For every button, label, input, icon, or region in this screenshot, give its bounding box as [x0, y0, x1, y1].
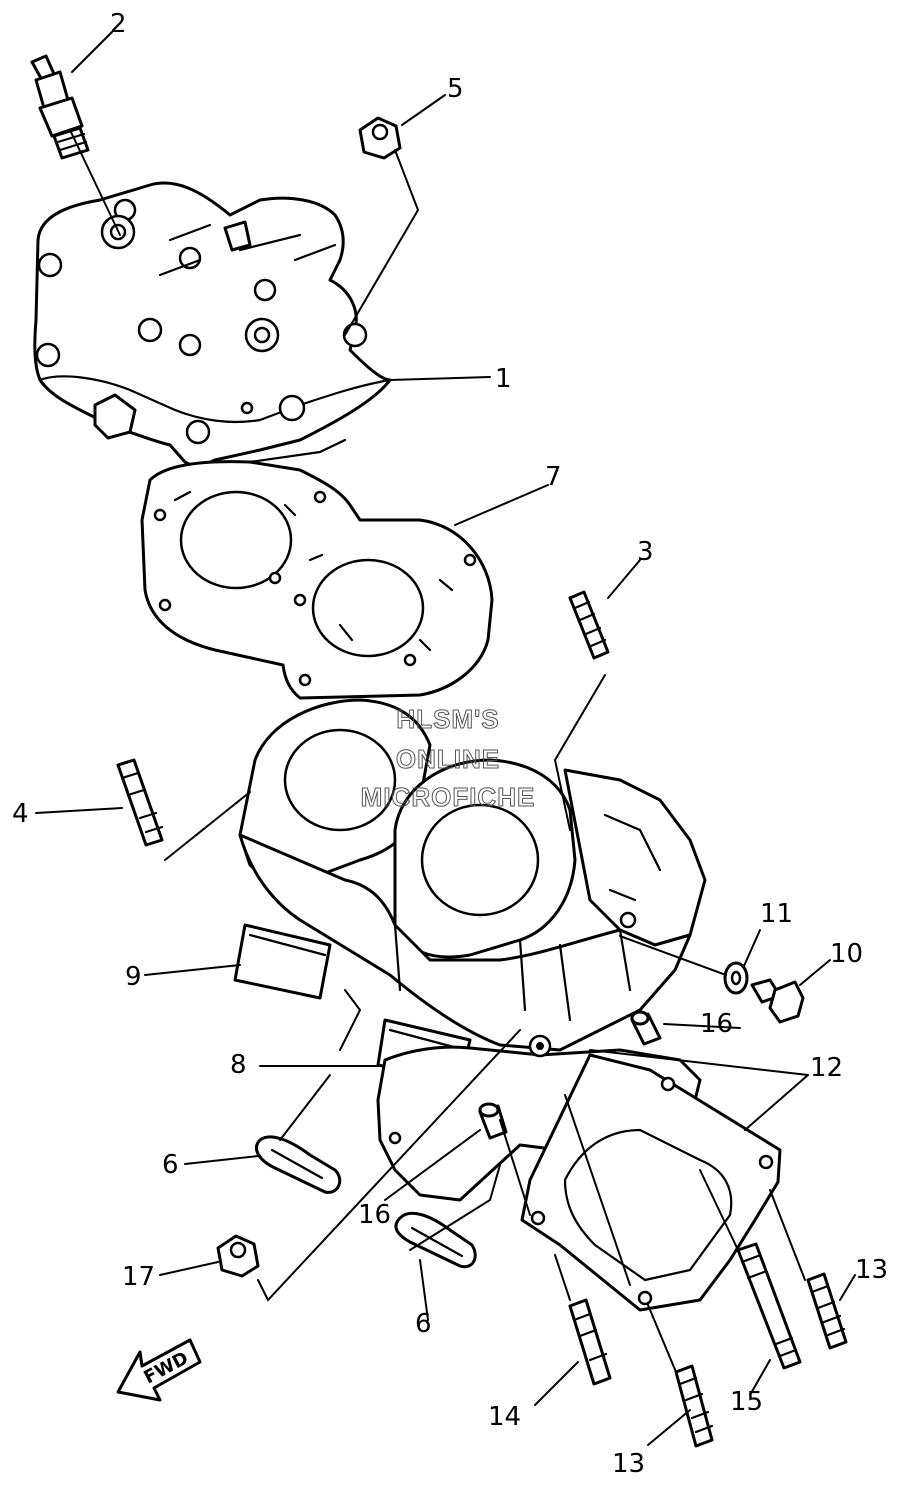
- callout-15: 15: [730, 1387, 763, 1417]
- callout-12: 12: [810, 1053, 843, 1083]
- callout-13-bottom: 13: [612, 1449, 645, 1479]
- dowel-16a: [630, 1010, 662, 1046]
- callout-10: 10: [830, 939, 863, 969]
- callout-2: 2: [110, 9, 127, 39]
- callout-9: 9: [125, 962, 142, 992]
- dowel-16b: [478, 1102, 508, 1140]
- head-gasket: [140, 460, 494, 700]
- reed-plate-6b: [394, 1211, 477, 1269]
- callout-6-upper: 6: [162, 1150, 179, 1180]
- reed-plate-6a: [255, 1135, 342, 1194]
- washer-11: [723, 961, 749, 995]
- stud-14: [568, 1298, 612, 1386]
- callout-1: 1: [495, 364, 512, 394]
- callout-17: 17: [122, 1262, 155, 1292]
- fwd-arrow-icon: FWD: [116, 1338, 202, 1402]
- callout-11: 11: [760, 899, 793, 929]
- spark-plug: [30, 54, 90, 160]
- callout-3: 3: [637, 537, 654, 567]
- callout-7: 7: [545, 462, 562, 492]
- stud-13b: [674, 1364, 714, 1448]
- cylinder-head: [33, 181, 392, 472]
- base-gasket: [520, 1053, 782, 1312]
- leader-lines: [35, 31, 856, 1446]
- watermark-line-3: MICROFICHE: [361, 782, 536, 812]
- callout-5: 5: [447, 74, 464, 104]
- stud-4: [116, 758, 164, 847]
- head-nut: [358, 116, 402, 160]
- watermark: HLSM'S ONLINE MICROFICHE: [360, 704, 536, 813]
- callout-14: 14: [488, 1402, 521, 1432]
- callout-6-lower: 6: [415, 1309, 432, 1339]
- watermark-line-2: ONLINE: [396, 744, 500, 774]
- callout-labels: 2 5 1 7 3 4 11 10 9 16 8 12 6 16 17 13 6…: [12, 9, 888, 1479]
- callout-13-right: 13: [855, 1255, 888, 1285]
- watermark-line-1: HLSM'S: [396, 704, 499, 734]
- callout-16-lower: 16: [358, 1200, 391, 1230]
- cylinder-block: [233, 698, 707, 1202]
- stud-15: [736, 1242, 802, 1370]
- stud-13a: [806, 1272, 848, 1350]
- callout-16-upper: 16: [700, 1009, 733, 1039]
- callout-8: 8: [230, 1050, 247, 1080]
- stud-3: [568, 590, 610, 660]
- nut-17: [216, 1234, 260, 1278]
- bolt-10: [750, 978, 805, 1024]
- callout-4: 4: [12, 799, 29, 829]
